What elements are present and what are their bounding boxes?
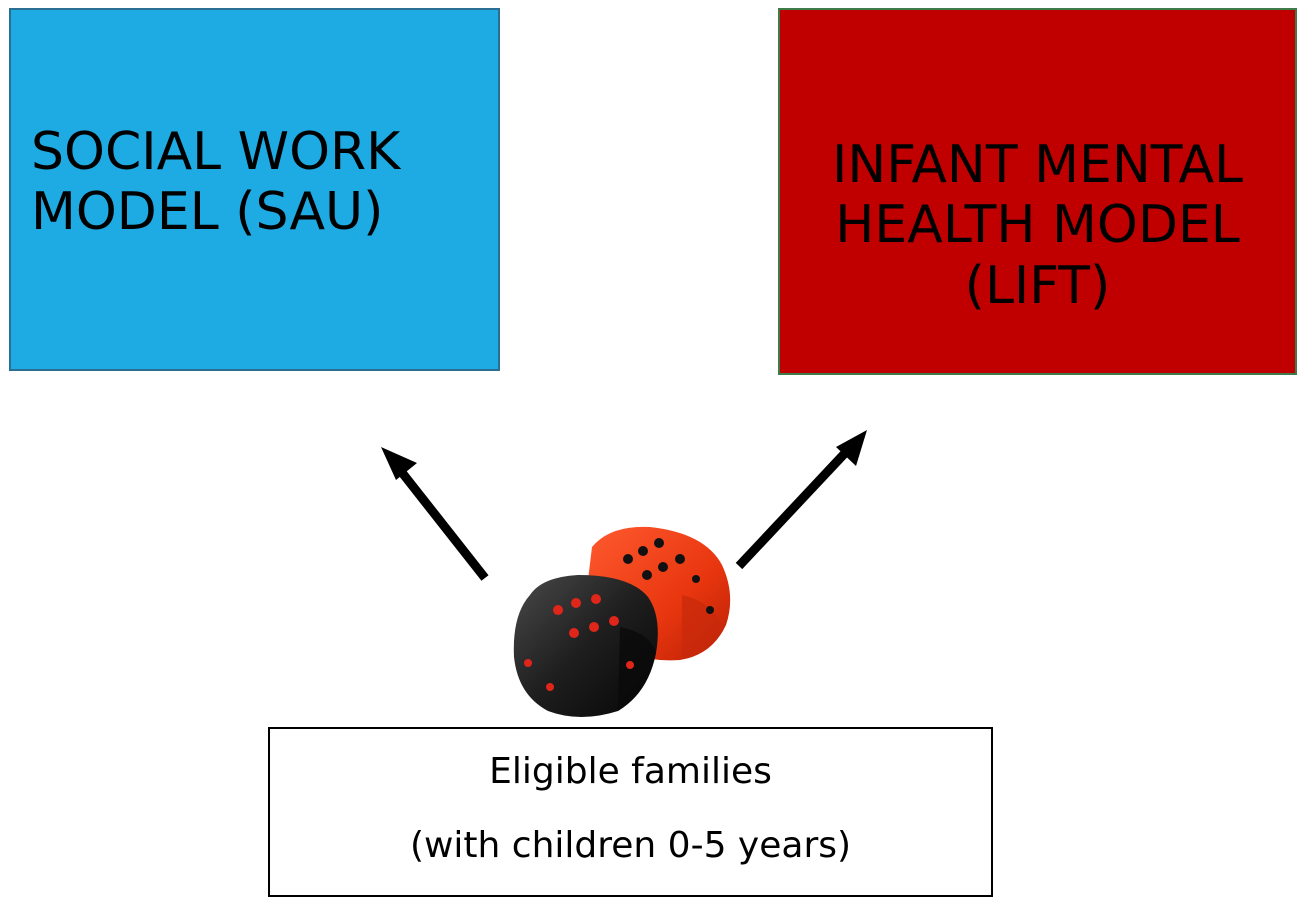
eligible-families-line-2: (with children 0-5 years) bbox=[409, 825, 852, 866]
infant-mental-health-line-1: INFANT MENTAL bbox=[831, 135, 1244, 195]
infant-mental-health-line-3: (LIFT) bbox=[964, 255, 1111, 316]
infant-mental-health-model-box: INFANT MENTAL HEALTH MODEL (LIFT) bbox=[778, 8, 1297, 375]
eligible-families-line-1: Eligible families bbox=[489, 751, 772, 792]
social-work-model-line-2: MODEL (SAU) bbox=[31, 182, 384, 243]
infant-mental-health-line-2: HEALTH MODEL bbox=[835, 195, 1240, 256]
eligible-families-box: Eligible families (with children 0-5 yea… bbox=[268, 727, 993, 897]
arrow-up-right-icon bbox=[735, 430, 867, 570]
social-work-model-label: SOCIAL WORK MODEL (SAU) bbox=[31, 122, 400, 243]
arrow-up-left-icon bbox=[381, 447, 489, 581]
social-work-model-line-1: SOCIAL WORK bbox=[31, 122, 401, 182]
dice-icon bbox=[513, 526, 731, 717]
social-work-model-box: SOCIAL WORK MODEL (SAU) bbox=[9, 8, 500, 371]
black-die bbox=[513, 575, 658, 717]
infant-mental-health-model-label: INFANT MENTAL HEALTH MODEL (LIFT) bbox=[832, 135, 1243, 316]
